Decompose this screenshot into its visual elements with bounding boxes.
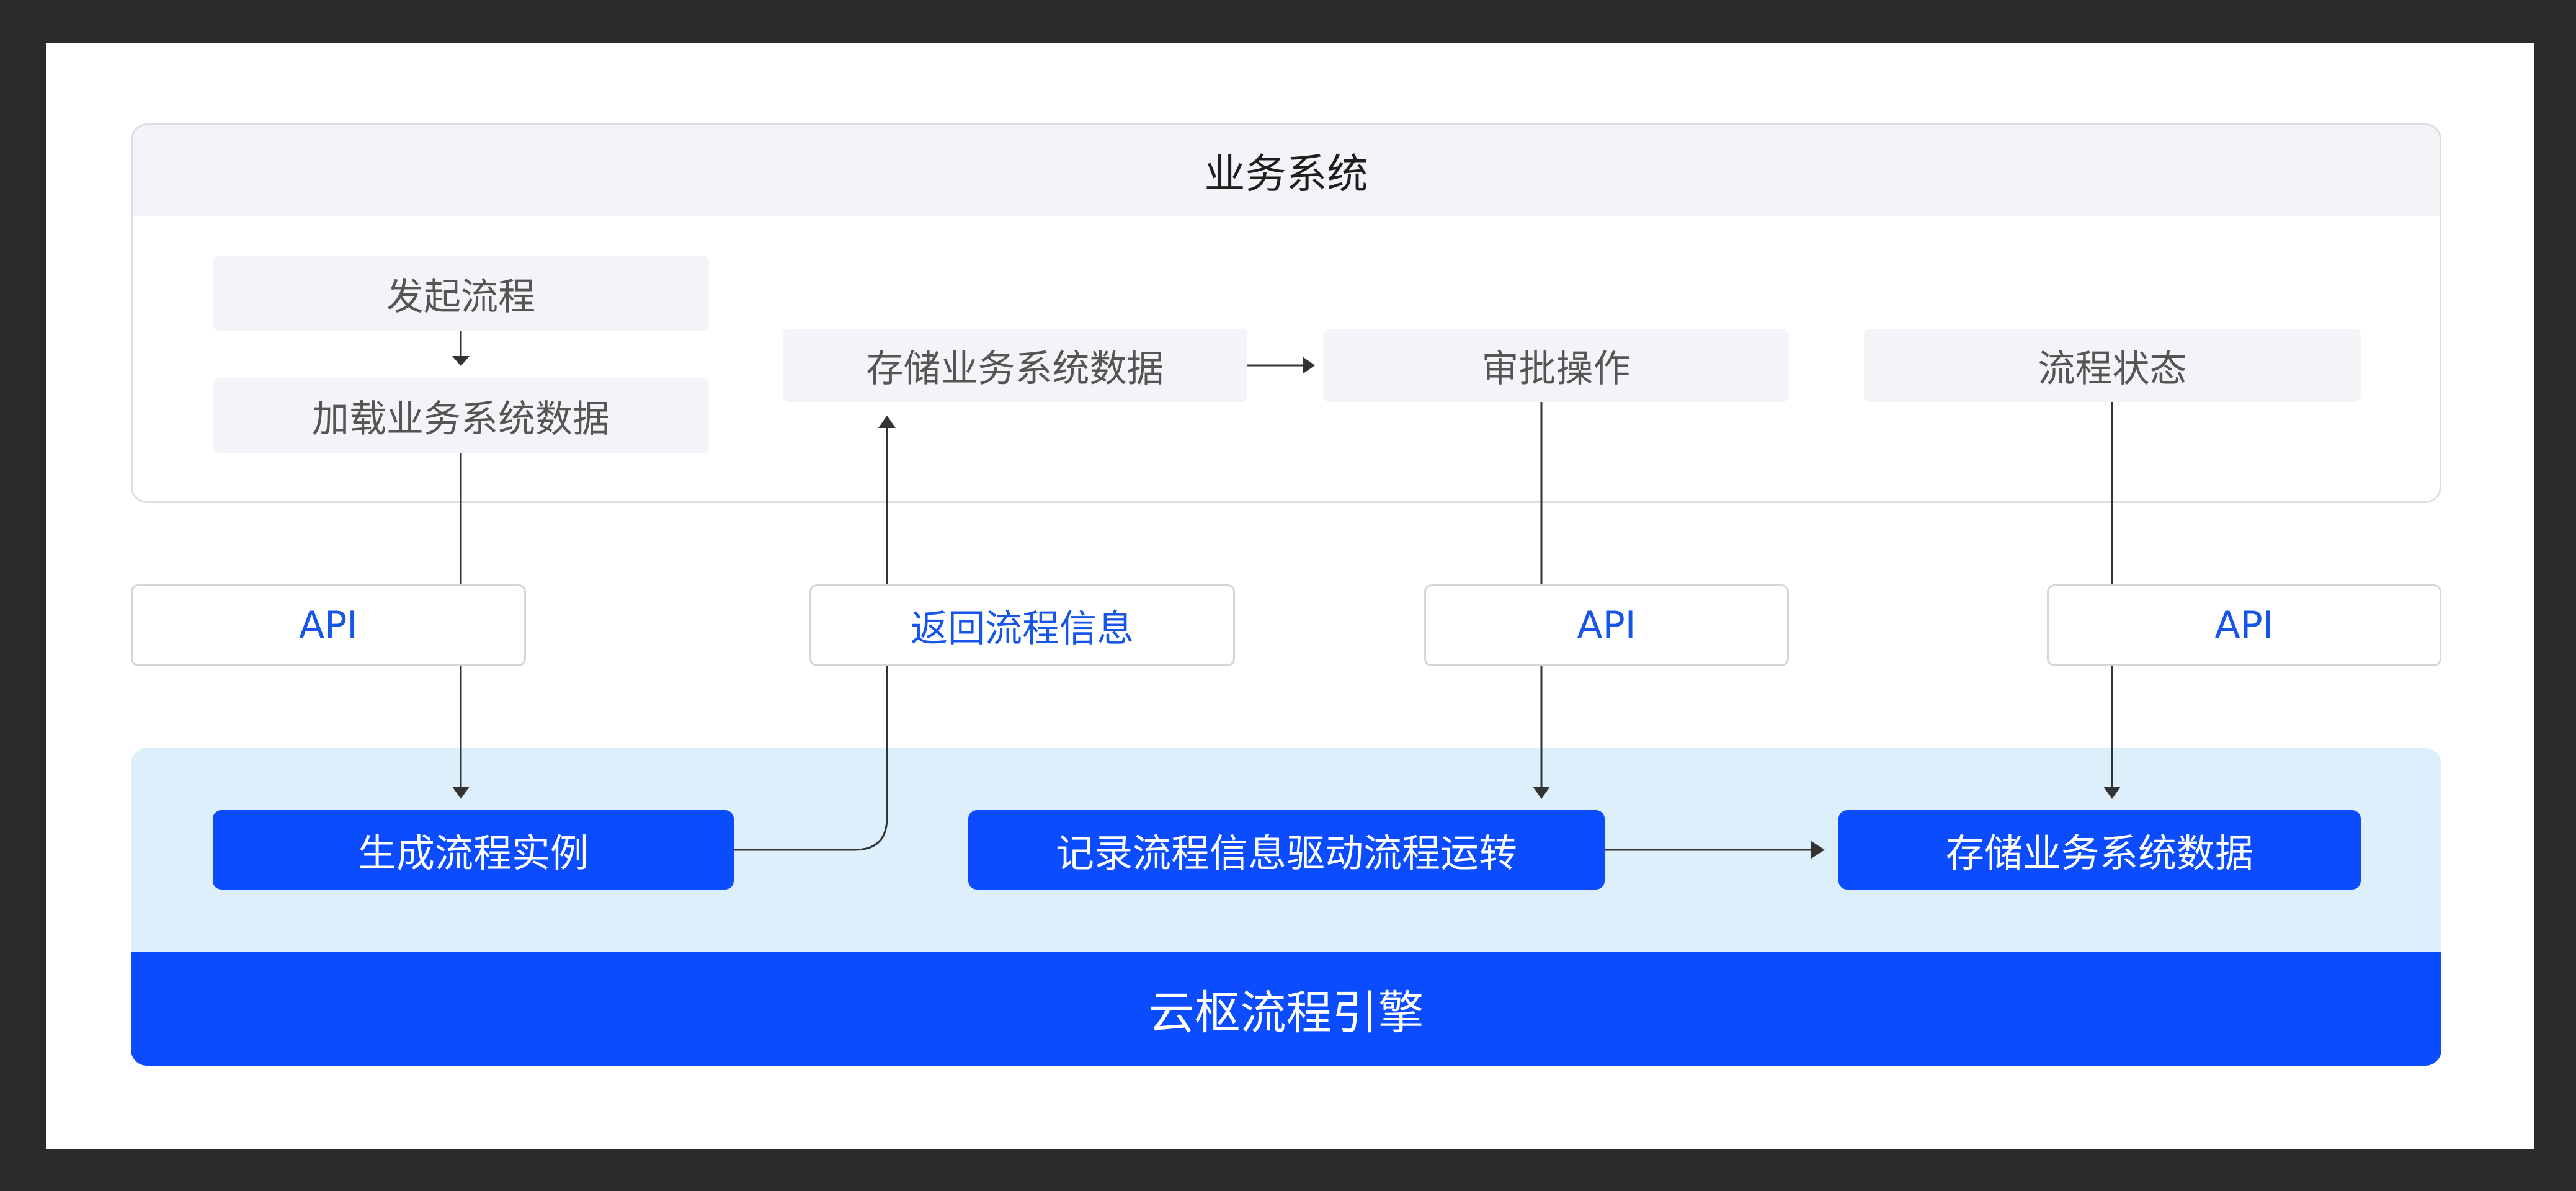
load-business-data-box: 加载业务系统数据 <box>213 378 709 453</box>
api-box-3: API <box>2047 584 2441 666</box>
engine-title-bar: 云枢流程引擎 <box>131 952 2441 1066</box>
engine-store-data-box: 存储业务系统数据 <box>1838 810 2361 890</box>
process-status-box: 流程状态 <box>1864 329 2361 402</box>
return-process-info-box: 返回流程信息 <box>809 584 1235 666</box>
start-process-box: 发起流程 <box>213 256 709 331</box>
record-drive-process-box: 记录流程信息驱动流程运转 <box>968 810 1605 890</box>
store-business-data-box: 存储业务系统数据 <box>783 329 1247 402</box>
create-process-instance-box: 生成流程实例 <box>213 810 734 890</box>
business-system-title: 业务系统 <box>133 125 2440 216</box>
api-box-1: API <box>131 584 526 666</box>
api-box-2: API <box>1424 584 1789 666</box>
approval-operation-box: 审批操作 <box>1323 329 1789 402</box>
